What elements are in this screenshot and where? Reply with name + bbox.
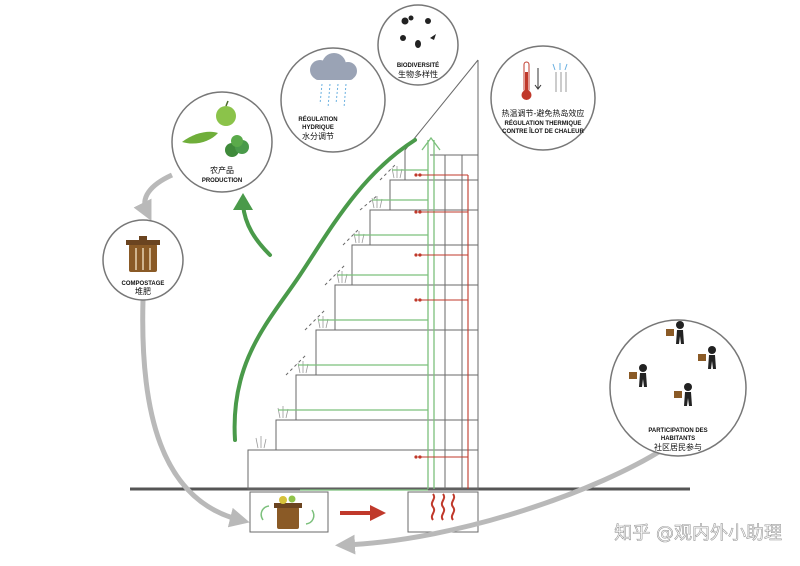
- participation-label-fr2: HABITANTS: [661, 436, 695, 442]
- bubble-participation: PARTICIPATION DES HABITANTS 社区居民参与: [609, 319, 747, 457]
- compost-bin-icon: [126, 236, 160, 272]
- hydric-label-fr1: RÉGULATION: [298, 115, 337, 123]
- hydric-label-cn: 水分调节: [302, 131, 334, 141]
- arrow-compost-to-bin: [140, 299, 250, 528]
- participation-label-fr1: PARTICIPATION DES: [648, 428, 707, 434]
- apple-icon: [216, 100, 236, 126]
- bubble-biodiversity: BIODIVERSITÉ 生物多样性: [377, 4, 459, 86]
- thermometer-icon: [521, 61, 542, 100]
- bubble-hydric: RÉGULATION HYDRIQUE 水分调节: [280, 47, 386, 153]
- green-water-lines: [278, 136, 441, 491]
- building: [247, 59, 479, 533]
- compost-label-cn: 堆肥: [135, 286, 151, 296]
- compost-label-fr: COMPOSTAGE: [122, 281, 165, 287]
- bubble-compost: COMPOSTAGE 堆肥: [102, 219, 184, 301]
- thermal-label-fr1: RÉGULATION THERMIQUE: [505, 119, 582, 127]
- thermal-label-cn: 热温调节-避免热岛效应: [502, 108, 585, 118]
- lettuce-icon: [225, 135, 249, 157]
- watermark: 知乎 @观内外小助理: [614, 523, 782, 544]
- peas-icon: [182, 131, 218, 144]
- cooling-plants-icon: [552, 63, 568, 92]
- recycle-arrows-icon: [260, 505, 315, 525]
- biodiversity-label-cn: 生物多样性: [398, 69, 438, 79]
- participation-label-cn: 社区居民参与: [654, 442, 702, 452]
- bubble-thermal: 热温调节-避免热岛效应 RÉGULATION THERMIQUE CONTRE …: [490, 45, 596, 151]
- red-outlet-markers: [414, 173, 422, 459]
- production-label-fr: PRODUCTION: [202, 178, 242, 184]
- people-icon: [629, 321, 716, 406]
- green-growth-curve: [232, 138, 417, 442]
- hydric-label-fr2: HYDRIQUE: [302, 125, 334, 131]
- thermal-label-fr2: CONTRE ÎLOT DE CHALEUR: [502, 127, 584, 135]
- green-branch-arrow: [241, 203, 272, 257]
- compost-bin-basement-icon: [274, 495, 302, 529]
- red-heat-lines: [418, 174, 469, 489]
- biodiversity-label-fr: BIODIVERSITÉ: [397, 61, 439, 69]
- arrow-people-to-bin: [335, 445, 667, 555]
- green-arrowhead: [233, 193, 253, 210]
- arrow-production-to-compost: [133, 172, 174, 221]
- insects-icon: [400, 15, 436, 48]
- bubble-production: 农产品 PRODUCTION: [171, 91, 273, 193]
- production-label-cn: 农产品: [210, 165, 234, 175]
- rain-cloud-icon: [310, 53, 357, 109]
- heat-waves-icon: [430, 493, 456, 521]
